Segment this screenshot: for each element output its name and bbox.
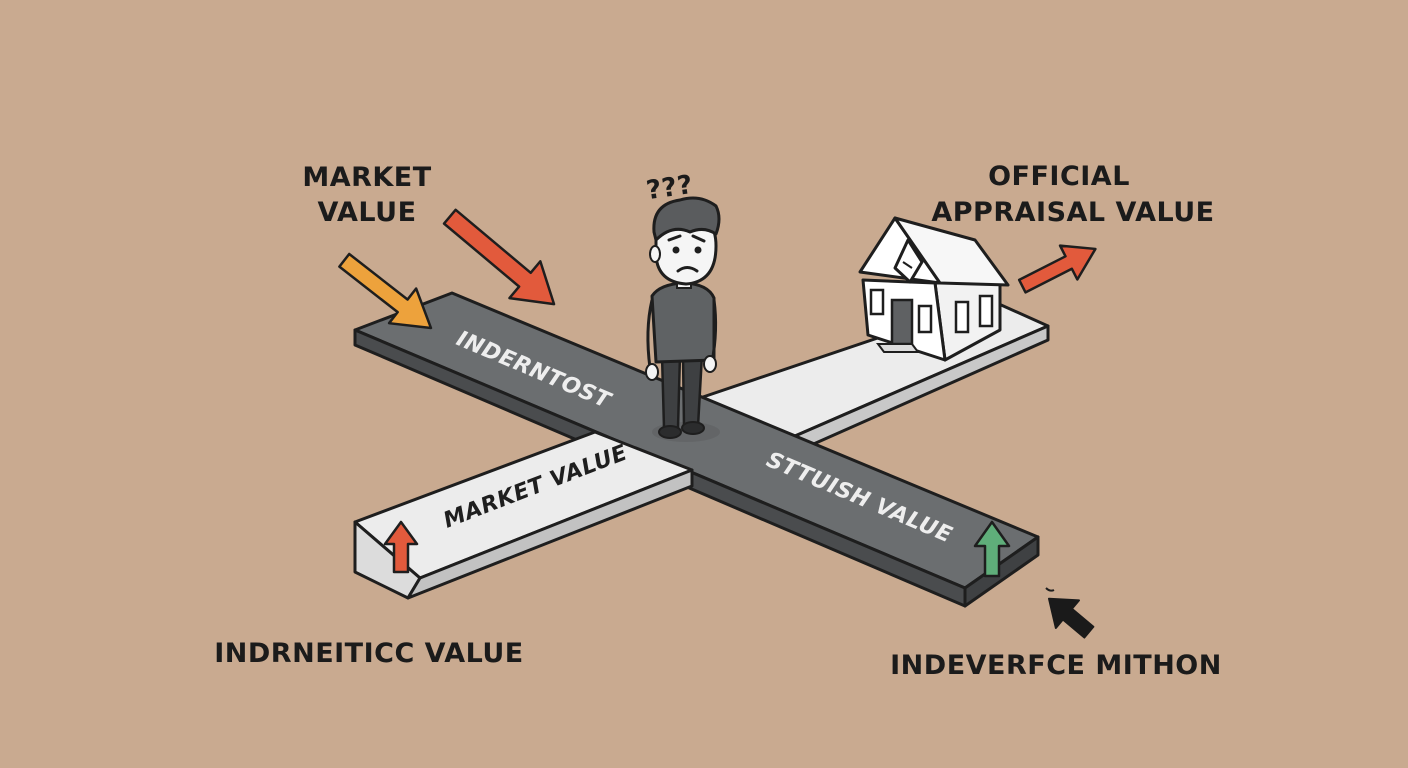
red-down-arrow-icon xyxy=(442,208,556,306)
bottom-right-label: INDEVERFCE MITHON xyxy=(890,650,1222,681)
bottom-left-label: INDRNEITICC VALUE xyxy=(214,638,524,669)
green-up-arrow-icon xyxy=(973,520,1011,578)
market-value-label-line1: MARKET xyxy=(302,162,431,193)
red-up-arrow-icon xyxy=(383,520,419,574)
confusion-marks: ??? xyxy=(644,170,694,206)
black-up-left-arrow-icon xyxy=(1048,597,1095,639)
market-value-label-line2: VALUE xyxy=(317,197,416,228)
red-up-right-arrow-icon xyxy=(1017,244,1097,294)
confused-person xyxy=(645,196,721,442)
official-appraisal-label-line1: OFFICIAL xyxy=(988,161,1130,192)
official-appraisal-label-line2: APPRAISAL VALUE xyxy=(931,197,1214,228)
light-beam-front xyxy=(353,430,694,600)
small-tick-mark xyxy=(1045,587,1055,592)
orange-down-arrow-icon xyxy=(338,252,433,330)
house-icon xyxy=(858,216,1010,362)
